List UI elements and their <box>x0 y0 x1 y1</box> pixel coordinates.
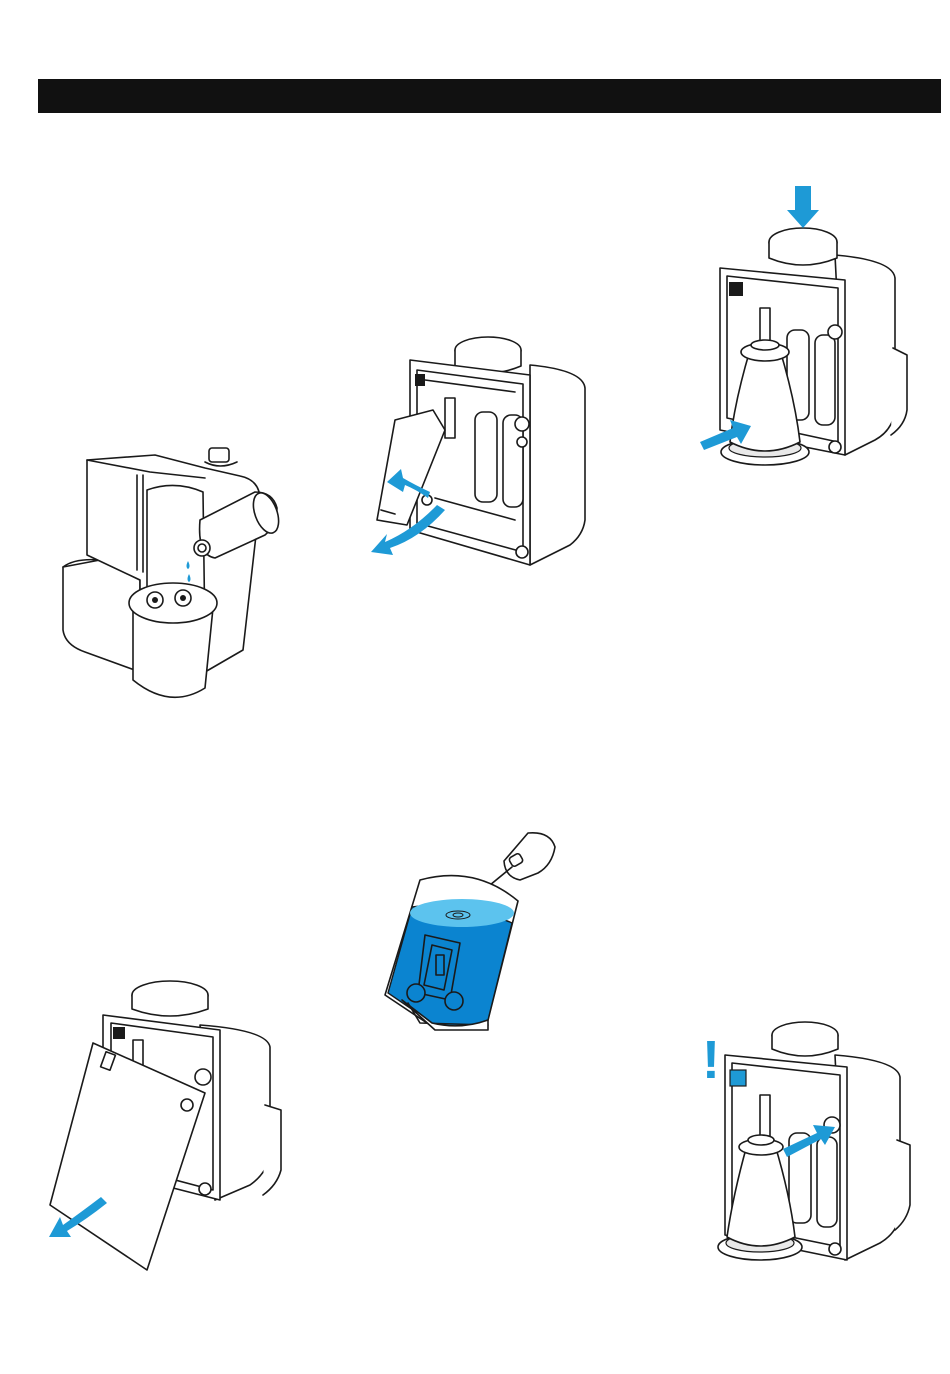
figure-step-2 <box>365 320 595 575</box>
section-header-bar <box>38 79 941 113</box>
figure-step-5 <box>380 825 575 1030</box>
figure-step-4 <box>45 975 290 1270</box>
warning-exclamation-icon: ! <box>702 1033 720 1087</box>
figure-step-3 <box>695 180 920 480</box>
figure-step-6 <box>705 1015 920 1270</box>
figure-step-1 <box>55 440 300 710</box>
